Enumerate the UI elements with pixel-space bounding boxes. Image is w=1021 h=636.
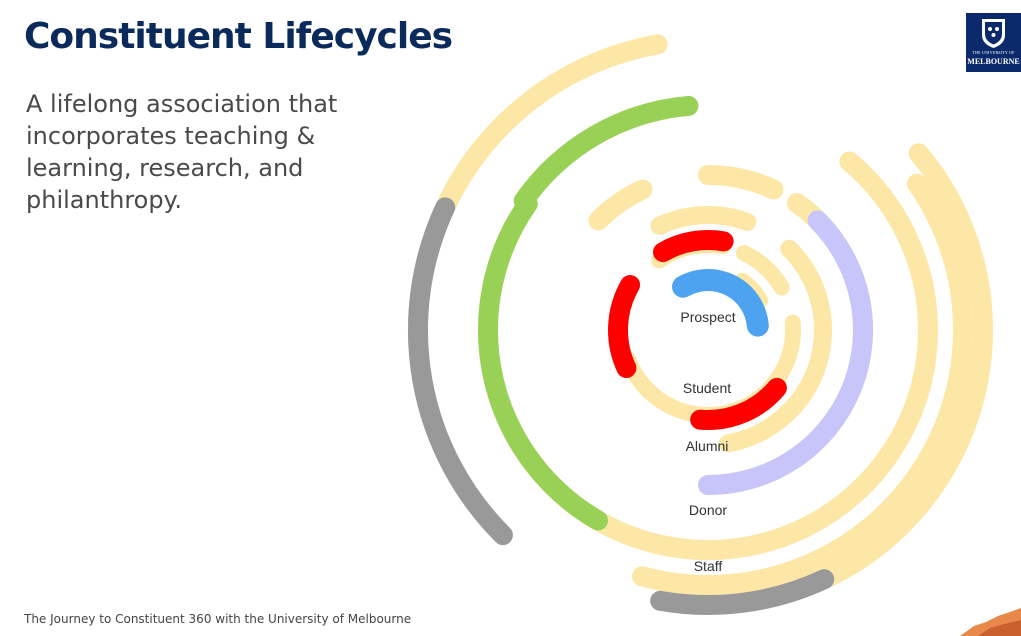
slide-subtitle: A lifelong association that incorporates… [26, 90, 338, 214]
alumni-arc [698, 210, 873, 495]
staff-label: Staff [694, 558, 723, 574]
donor-label: Donor [689, 502, 727, 518]
student-arc [653, 230, 734, 263]
logo-text-top: THE UNIVERSITY OF [972, 50, 1015, 55]
prospect-arc [672, 269, 769, 337]
staff-arc [650, 569, 835, 615]
donor-arc [513, 95, 699, 211]
alumni-label: Alumni [686, 438, 729, 454]
track-ring-6 [814, 143, 994, 590]
student-label: Student [683, 380, 731, 396]
footer-text: The Journey to Constituent 360 with the … [24, 612, 412, 626]
track-ring-6 [698, 164, 784, 200]
slide-title: Constituent Lifecycles [24, 16, 453, 57]
donor-arc [478, 193, 608, 531]
corner-decoration [960, 608, 1021, 636]
staff-arc [407, 197, 513, 546]
track-ring-2 [735, 245, 790, 296]
track-ring-3 [719, 239, 832, 453]
track-ring-8 [632, 173, 974, 595]
university-logo: THE UNIVERSITY OF MELBOURNE [966, 13, 1021, 72]
logo-text-bottom: MELBOURNE [967, 57, 1020, 66]
track-ring-4 [588, 179, 653, 231]
track-ring-3 [650, 206, 757, 235]
prospect-label: Prospect [680, 309, 735, 325]
crest-icon [982, 19, 1005, 48]
student-arc [608, 275, 641, 378]
student-arc [690, 377, 787, 431]
